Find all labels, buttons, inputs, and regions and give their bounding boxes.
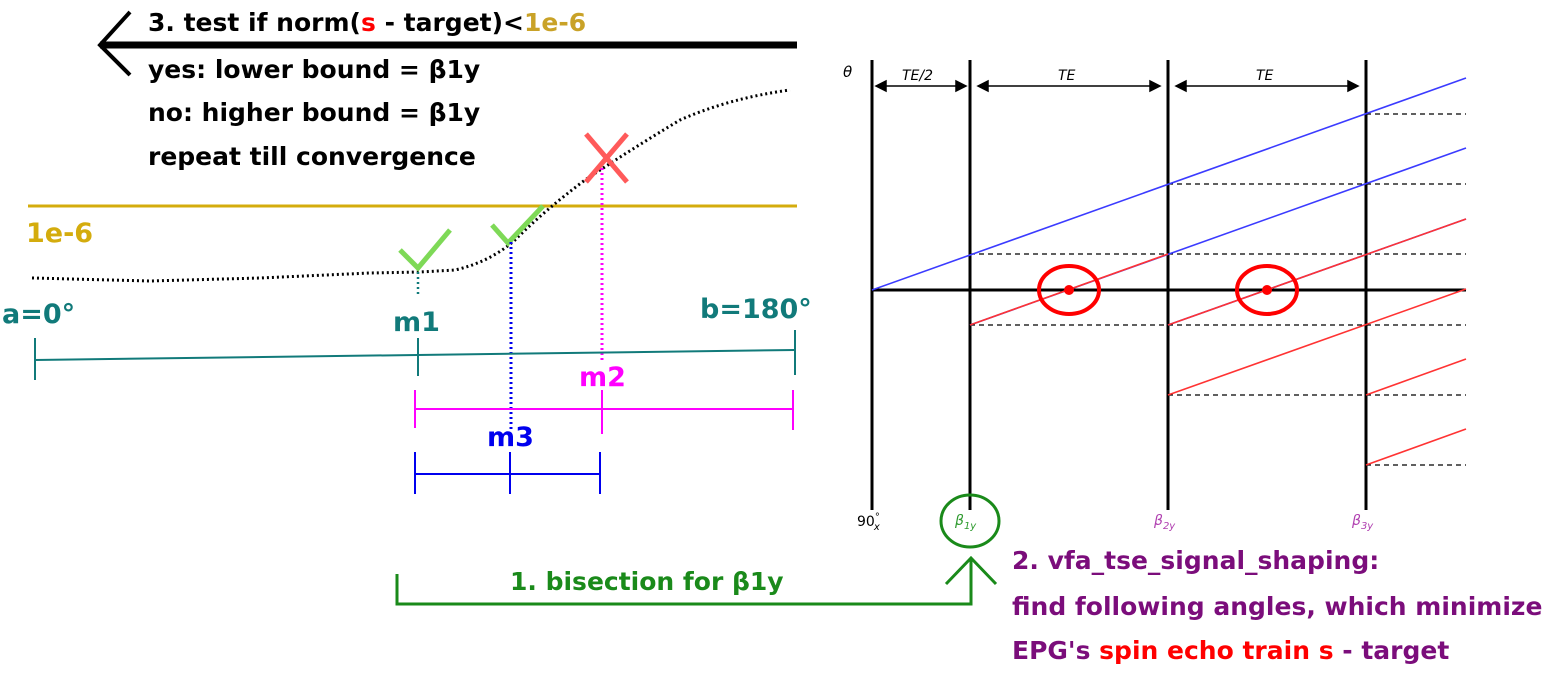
pulse-lines [870, 60, 1368, 510]
step3-s: s [361, 8, 376, 37]
m2-label: m2 [579, 362, 626, 393]
pulse-90-label: 90°x [857, 512, 880, 533]
beta2-base: β [1153, 513, 1163, 529]
beta1-base: β [954, 513, 964, 529]
step2-line2: find following angles, which minimize [1012, 592, 1542, 621]
step1-label: 1. bisection for β1y [510, 567, 784, 596]
beta3-base: β [1351, 513, 1361, 529]
te-half-label: TE/2 [902, 68, 933, 84]
beta2-sub: 2y [1163, 521, 1176, 532]
threshold-label: 1e-6 [26, 218, 93, 249]
interval-m1-m2 [414, 452, 601, 494]
bound-b-label: b=180° [700, 294, 812, 325]
epg-red-paths [969, 218, 1467, 466]
step1-bracket [395, 555, 998, 606]
step3-arrow [97, 10, 797, 77]
beta2-label: β2y [1153, 513, 1176, 532]
m1-label: m1 [393, 307, 440, 338]
step2-line3-c: - target [1334, 636, 1450, 665]
step2-line3-b: spin echo train s [1099, 636, 1333, 665]
pulse-90-base: 90 [857, 514, 875, 530]
bound-a-label: a=0° [2, 299, 75, 330]
step3-no-text: no: higher bound = β1y [148, 98, 480, 127]
beta3-sub: 3y [1361, 521, 1374, 532]
echo-marker-2 [1235, 264, 1299, 316]
theta-label: θ [843, 63, 852, 81]
epg-diagram: θ TE/2 TE TE [843, 60, 1467, 549]
beta3-label: β3y [1351, 513, 1374, 532]
echo-marker-1 [1037, 264, 1101, 316]
beta1-highlight-circle [939, 493, 1001, 549]
step2-line1: 2. vfa_tse_signal_shaping: [1012, 546, 1379, 575]
check-icon [398, 228, 452, 272]
beta1-label: β1y [954, 513, 977, 532]
dashed-levels [970, 113, 1466, 466]
te-arrows [874, 79, 1360, 93]
norm-curve [31, 88, 791, 283]
te-label-2: TE [1256, 68, 1274, 84]
check-icon [490, 204, 545, 247]
te-label-1: TE [1058, 68, 1076, 84]
cross-icon [584, 132, 629, 184]
interval-m1-b [414, 390, 794, 434]
step3-middle: - target)< [376, 8, 524, 37]
beta1-sub: 1y [964, 521, 977, 532]
pulse-90-sub: x [873, 522, 880, 533]
pulse-90-sup: ° [875, 512, 880, 523]
step2-line3-a: EPG's [1012, 636, 1099, 665]
step3-prefix: 3. test if norm( [148, 8, 361, 37]
m3-label: m3 [487, 422, 534, 453]
step3-threshold: 1e-6 [524, 8, 586, 37]
step2-line3: EPG's spin echo train s - target [1012, 636, 1449, 665]
step3-test-text: 3. test if norm(s - target)<1e-6 [148, 8, 586, 37]
interval-a-b [34, 330, 796, 380]
step3-repeat-text: repeat till convergence [148, 142, 476, 171]
step3-yes-text: yes: lower bound = β1y [148, 55, 480, 84]
